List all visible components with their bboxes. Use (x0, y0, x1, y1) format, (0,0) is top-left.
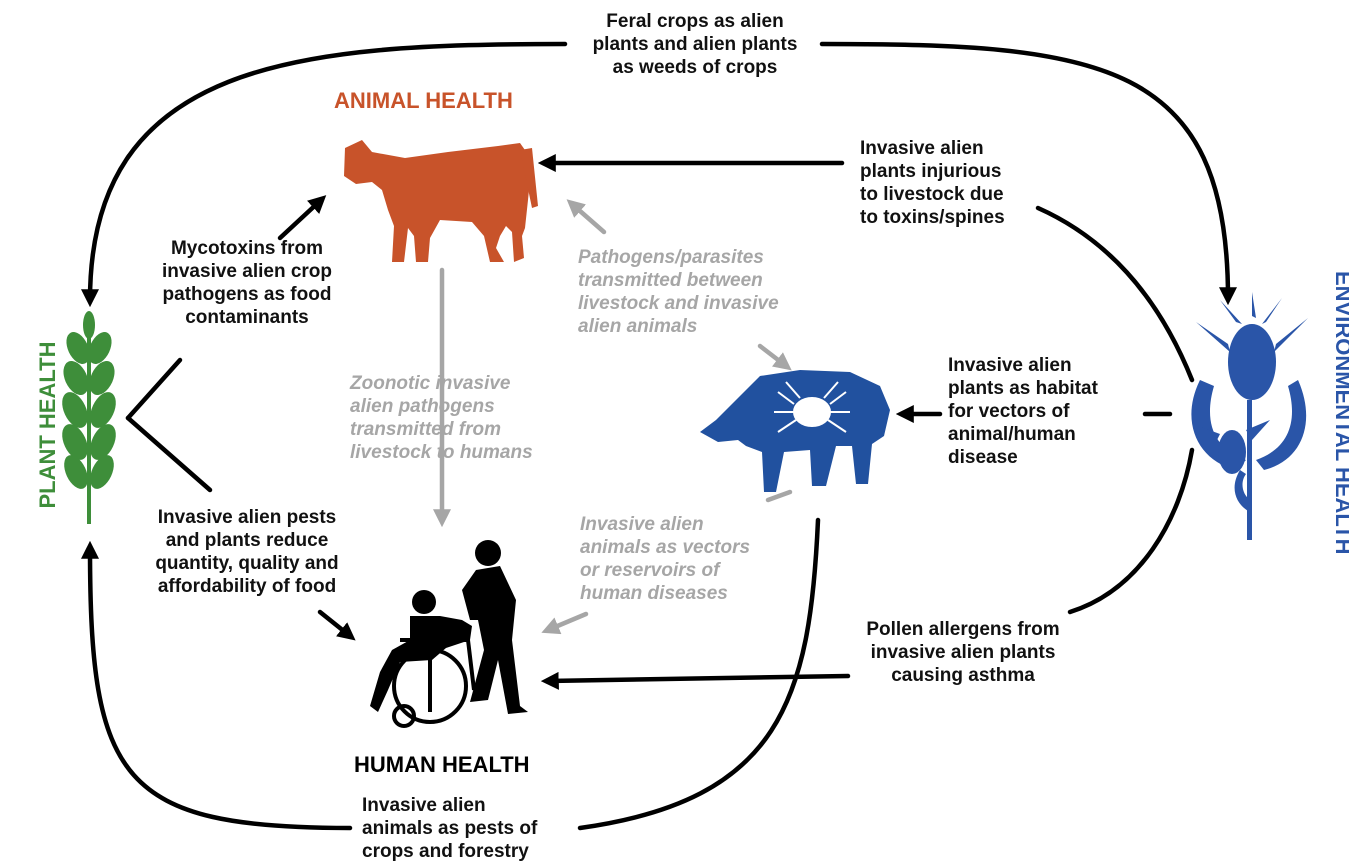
arrow-top-to-environment (819, 41, 1237, 306)
arrow-pollen-to-human (540, 671, 851, 690)
wheat-icon (62, 311, 116, 524)
arrow-mycotoxins-to-cow (277, 195, 327, 241)
arrow-bottom-to-plant (81, 540, 353, 831)
environmental-health-title: ENVIRONMENTAL HEALTH (1331, 271, 1349, 555)
line-environment-to-pollen (1067, 447, 1195, 615)
animal-health-title: ANIMAL HEALTH (334, 88, 513, 113)
arrow-pathogens-to-cow (566, 199, 607, 235)
line-plant-to-mycotoxins (125, 357, 183, 421)
line-boar-to-bottom (577, 517, 821, 831)
arrow-pests-to-human (317, 609, 356, 641)
arrow-pathogens-to-boar (757, 343, 792, 371)
arrow-vectors-to-human (541, 611, 589, 635)
line-boar-to-vectors (765, 489, 793, 503)
human-health-title: HUMAN HEALTH (354, 752, 530, 777)
wheelchair-caregiver-icon (370, 540, 528, 728)
arrow-top-to-plant (81, 41, 568, 308)
teasel-icon (1191, 292, 1308, 540)
boar-with-tick-icon (700, 370, 890, 492)
line-environment-to-toxins (1035, 205, 1195, 383)
plant-health-title: PLANT HEALTH (35, 341, 60, 509)
line-plant-to-pests (125, 415, 213, 493)
cow-icon (344, 140, 538, 262)
